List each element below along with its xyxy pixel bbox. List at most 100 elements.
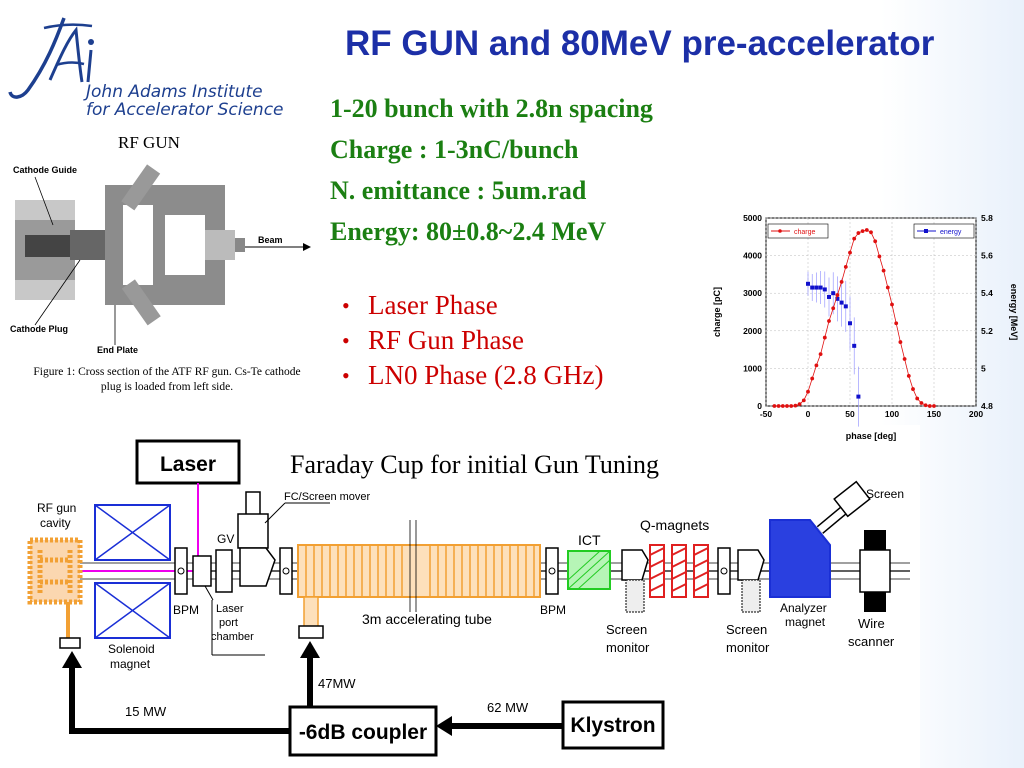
charge-point xyxy=(902,357,907,361)
charge-point xyxy=(848,250,852,255)
power-47mw-label: 47MW xyxy=(318,676,356,691)
q-magnets xyxy=(649,544,709,598)
laser-port-chamber xyxy=(192,555,212,587)
y2-axis-label: energy [MeV] xyxy=(1009,284,1019,341)
screen-monitor-2-label-1: Screen xyxy=(726,622,767,637)
wire-scanner-label-2: scanner xyxy=(848,634,895,649)
logo-line-2: for Accelerator Science xyxy=(86,100,284,120)
y2-tick-label: 5.8 xyxy=(981,213,993,223)
charge-point xyxy=(806,389,810,394)
bpm-1 xyxy=(174,547,188,595)
legend-charge-label: charge xyxy=(794,229,816,236)
power-15mw-label: 15 MW xyxy=(125,704,167,719)
energy-point xyxy=(822,287,827,292)
bullet-list: Laser Phase RF Gun Phase LN0 Phase (2.8 … xyxy=(368,288,603,393)
label-cathode-guide: Cathode Guide xyxy=(13,165,77,175)
stat-energy: Energy: 80±0.8~2.4 MeV xyxy=(330,217,607,246)
y2-tick-label: 5.4 xyxy=(981,288,993,298)
y-axis-label: charge [pC] xyxy=(712,287,722,337)
charge-point xyxy=(831,306,836,311)
bpm-1-label: BPM xyxy=(173,603,199,617)
q-magnets-label: Q-magnets xyxy=(640,517,709,533)
gv-label: GV xyxy=(217,532,234,546)
x-tick-label: 150 xyxy=(927,409,941,419)
legend-energy-label: energy xyxy=(940,229,962,236)
charge-point xyxy=(906,374,911,378)
logo-line-1: John Adams Institute xyxy=(86,82,263,102)
analyzer-magnet xyxy=(769,519,831,598)
charge-point xyxy=(885,285,890,290)
charge-point xyxy=(810,376,815,381)
y-tick-label: 0 xyxy=(757,401,762,411)
charge-point xyxy=(780,404,785,408)
rf-gun-figure-title: RF GUN xyxy=(118,133,180,152)
wire-scanner xyxy=(859,549,891,593)
solenoid-label-2: magnet xyxy=(110,657,151,671)
charge-point xyxy=(801,398,806,403)
rf-gun-cavity xyxy=(27,537,83,605)
stat-charge: Charge : 1-3nC/bunch xyxy=(330,135,579,164)
bullet-laser-phase: Laser Phase xyxy=(368,288,603,323)
solenoid-label-1: Solenoid xyxy=(108,642,155,656)
charge-point xyxy=(932,404,936,408)
y-tick-label: 1000 xyxy=(743,363,762,373)
x-tick-label: 50 xyxy=(845,409,855,419)
gate-valve xyxy=(215,549,233,593)
grid-lines xyxy=(765,217,977,407)
charge-point xyxy=(869,230,873,235)
energy-point xyxy=(848,321,852,326)
energy-point xyxy=(852,343,857,348)
bullet-rf-gun-phase: RF Gun Phase xyxy=(368,323,603,358)
x-tick-label: 0 xyxy=(806,409,811,419)
fc-screen-mover xyxy=(237,513,269,549)
bpm-2 xyxy=(545,547,559,595)
charge-point xyxy=(814,363,819,368)
charge-point xyxy=(915,396,920,401)
charge-point xyxy=(822,335,827,340)
charge-point xyxy=(852,236,857,241)
x-tick-label: 100 xyxy=(885,409,899,419)
rf-gun-cavity-label-2: cavity xyxy=(40,516,71,530)
charge-point xyxy=(877,254,882,259)
charge-point xyxy=(864,228,869,232)
charge-point xyxy=(856,231,861,235)
y-tick-label: 4000 xyxy=(743,251,762,261)
screen-monitor-1 xyxy=(621,549,649,581)
charge-point xyxy=(890,302,894,307)
x-tick-label: 200 xyxy=(969,409,983,419)
screen-monitor-1-label-2: monitor xyxy=(606,640,650,655)
series-charge xyxy=(772,228,936,408)
charge-point xyxy=(789,404,794,408)
laser-port-label-2: port xyxy=(219,617,238,629)
laser-port-label-3: chamber xyxy=(211,631,254,643)
energy-point xyxy=(810,285,815,290)
energy-point xyxy=(839,300,844,305)
stats-list: 1-20 bunch with 2.8n spacing Charge : 1-… xyxy=(330,88,653,252)
energy-point xyxy=(827,294,831,299)
klystron-box xyxy=(561,700,665,750)
charge-point xyxy=(919,401,924,405)
charge-point xyxy=(898,340,903,344)
laser-box xyxy=(135,439,241,485)
energy-point xyxy=(835,296,840,301)
charge-point xyxy=(911,387,915,391)
charge-point xyxy=(835,293,840,297)
energy-point xyxy=(806,281,810,286)
y2-tick-label: 4.8 xyxy=(981,401,993,411)
wire-scanner-top xyxy=(864,530,886,550)
energy-point xyxy=(831,291,836,296)
rf-gun-cross-section: Cathode Guide Cathode Plug End Plate Bea… xyxy=(10,164,311,355)
charge-point xyxy=(818,352,823,357)
y-tick-label: 2000 xyxy=(743,326,762,336)
charge-point xyxy=(827,319,831,323)
y2-tick-label: 5.6 xyxy=(981,251,993,261)
screen-box xyxy=(833,480,871,518)
screen-monitor-2 xyxy=(737,549,765,581)
charge-point xyxy=(894,321,899,326)
charge-point xyxy=(772,404,777,408)
charge-point xyxy=(927,404,932,408)
legend-charge-marker xyxy=(778,229,782,233)
y-tick-label: 3000 xyxy=(743,288,762,298)
faraday-caption: Faraday Cup for initial Gun Tuning xyxy=(290,450,660,479)
